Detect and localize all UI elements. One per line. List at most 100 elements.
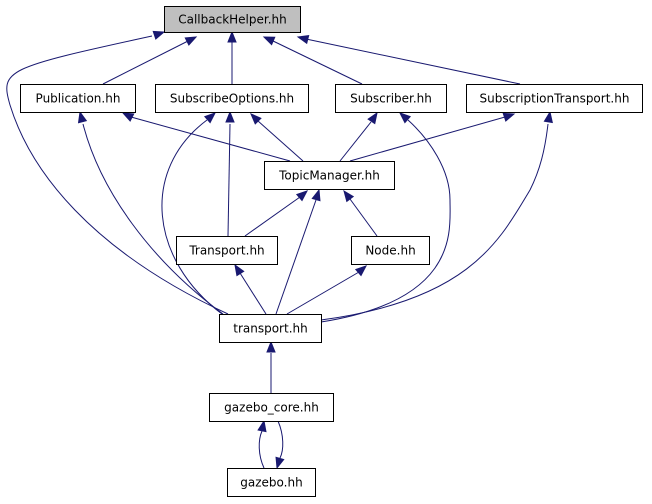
edge-node-to-topicmanager bbox=[343, 189, 378, 237]
edge-gazebo_core-to-transport bbox=[266, 340, 276, 393]
arrowhead bbox=[275, 456, 285, 470]
edge-subscribeoptions-to-callbackhelper bbox=[227, 30, 237, 84]
arrowhead bbox=[250, 113, 262, 125]
edge-transport_upper-to-subscribeoptions bbox=[225, 110, 235, 237]
arrowhead bbox=[311, 188, 321, 202]
node-label: SubscriptionTransport.hh bbox=[480, 92, 630, 106]
node-box bbox=[155, 84, 309, 113]
arrowhead bbox=[367, 111, 378, 125]
edge-line bbox=[6, 35, 229, 315]
edge-line bbox=[130, 116, 291, 162]
node-box bbox=[209, 393, 334, 422]
node-transport[interactable]: transport.hh bbox=[219, 314, 322, 343]
edge-transport-to-subscriptiontransport bbox=[320, 110, 553, 321]
edge-line bbox=[275, 199, 317, 315]
node-label: TopicManager.hh bbox=[278, 169, 380, 183]
arrowhead bbox=[203, 112, 217, 124]
edge-transport-to-node bbox=[286, 265, 368, 315]
node-transport_upper[interactable]: Transport.hh bbox=[176, 236, 278, 265]
node-subscriber[interactable]: Subscriber.hh bbox=[335, 84, 447, 113]
edge-line bbox=[102, 39, 191, 85]
node-subscribeoptions[interactable]: SubscribeOptions.hh bbox=[155, 84, 309, 113]
edge-gazebo-to-gazebo_core bbox=[257, 419, 267, 469]
arrowhead bbox=[502, 112, 516, 122]
node-label: Subscriber.hh bbox=[350, 92, 432, 106]
edge-topicmanager-to-publication bbox=[121, 112, 291, 162]
node-box bbox=[219, 314, 322, 343]
edge-line bbox=[239, 272, 267, 315]
node-label: gazebo_core.hh bbox=[224, 401, 319, 415]
arrowhead bbox=[266, 340, 276, 353]
arrowhead bbox=[152, 30, 166, 40]
edge-line bbox=[339, 121, 372, 162]
edge-line bbox=[257, 120, 304, 162]
node-gazebo_core[interactable]: gazebo_core.hh bbox=[209, 393, 334, 422]
arrowhead bbox=[234, 263, 245, 277]
node-box bbox=[335, 84, 447, 113]
node-label: Publication.hh bbox=[36, 92, 121, 106]
edge-topicmanager-to-subscriber bbox=[339, 111, 378, 162]
edge-transport-to-subscriber bbox=[320, 112, 451, 323]
node-box bbox=[20, 84, 136, 113]
node-callbackhelper[interactable]: CallbackHelper.hh bbox=[164, 6, 301, 33]
edge-subscriber-to-callbackhelper bbox=[262, 36, 363, 85]
node-label: gazebo.hh bbox=[240, 476, 302, 490]
arrowhead bbox=[543, 110, 553, 124]
arrowhead bbox=[295, 190, 309, 202]
edge-line bbox=[277, 420, 284, 459]
edge-line bbox=[349, 198, 378, 237]
edge-line bbox=[227, 123, 231, 237]
arrowhead bbox=[343, 189, 355, 203]
edge-topicmanager-to-subscriptiontransport bbox=[349, 112, 516, 162]
node-label: Node.hh bbox=[365, 244, 415, 258]
node-label: CallbackHelper.hh bbox=[178, 13, 287, 27]
node-box bbox=[176, 236, 278, 265]
arrowhead bbox=[121, 112, 135, 122]
node-box bbox=[227, 468, 316, 497]
arrowhead bbox=[398, 112, 412, 124]
arrowhead bbox=[262, 36, 276, 46]
edge-line bbox=[349, 116, 506, 162]
arrowhead bbox=[296, 34, 310, 45]
node-gazebo[interactable]: gazebo.hh bbox=[227, 468, 316, 497]
edge-transport-to-publication bbox=[77, 110, 224, 315]
node-node[interactable]: Node.hh bbox=[351, 236, 430, 265]
edge-line bbox=[305, 38, 521, 85]
arrowhead bbox=[257, 419, 267, 433]
edge-transport_upper-to-topicmanager bbox=[244, 190, 309, 237]
edge-topicmanager-to-subscribeoptions bbox=[250, 113, 304, 162]
arrowhead bbox=[225, 110, 235, 123]
arrowhead bbox=[77, 110, 88, 124]
edge-line bbox=[286, 271, 360, 315]
edge-line bbox=[161, 119, 223, 315]
edge-subscriptiontransport-to-callbackhelper bbox=[296, 34, 521, 85]
node-label: transport.hh bbox=[233, 322, 307, 336]
edge-line bbox=[320, 123, 549, 321]
edge-line bbox=[270, 39, 363, 85]
node-box bbox=[264, 161, 395, 190]
edge-publication-to-callbackhelper bbox=[102, 36, 198, 85]
node-box bbox=[351, 236, 430, 265]
node-box bbox=[164, 6, 301, 33]
edge-line bbox=[244, 196, 301, 237]
edge-transport-to-transport_upper bbox=[234, 263, 267, 315]
edge-line bbox=[258, 430, 265, 469]
edge-transport-to-callbackhelper bbox=[6, 30, 229, 315]
node-subscriptiontransport[interactable]: SubscriptionTransport.hh bbox=[466, 84, 643, 113]
arrowhead bbox=[227, 30, 237, 43]
edge-gazebo_core-to-gazebo bbox=[275, 420, 285, 470]
node-box bbox=[466, 84, 643, 113]
edge-line bbox=[82, 123, 224, 315]
edge-transport-to-subscribeoptions bbox=[161, 112, 223, 315]
node-label: Transport.hh bbox=[188, 244, 264, 258]
arrowhead bbox=[354, 265, 368, 277]
node-topicmanager[interactable]: TopicManager.hh bbox=[264, 161, 395, 190]
node-publication[interactable]: Publication.hh bbox=[20, 84, 136, 113]
edge-transport-to-topicmanager bbox=[275, 188, 321, 315]
node-label: SubscribeOptions.hh bbox=[170, 92, 294, 106]
edge-line bbox=[320, 119, 451, 323]
arrowhead bbox=[184, 36, 198, 46]
edges-layer bbox=[6, 30, 553, 470]
